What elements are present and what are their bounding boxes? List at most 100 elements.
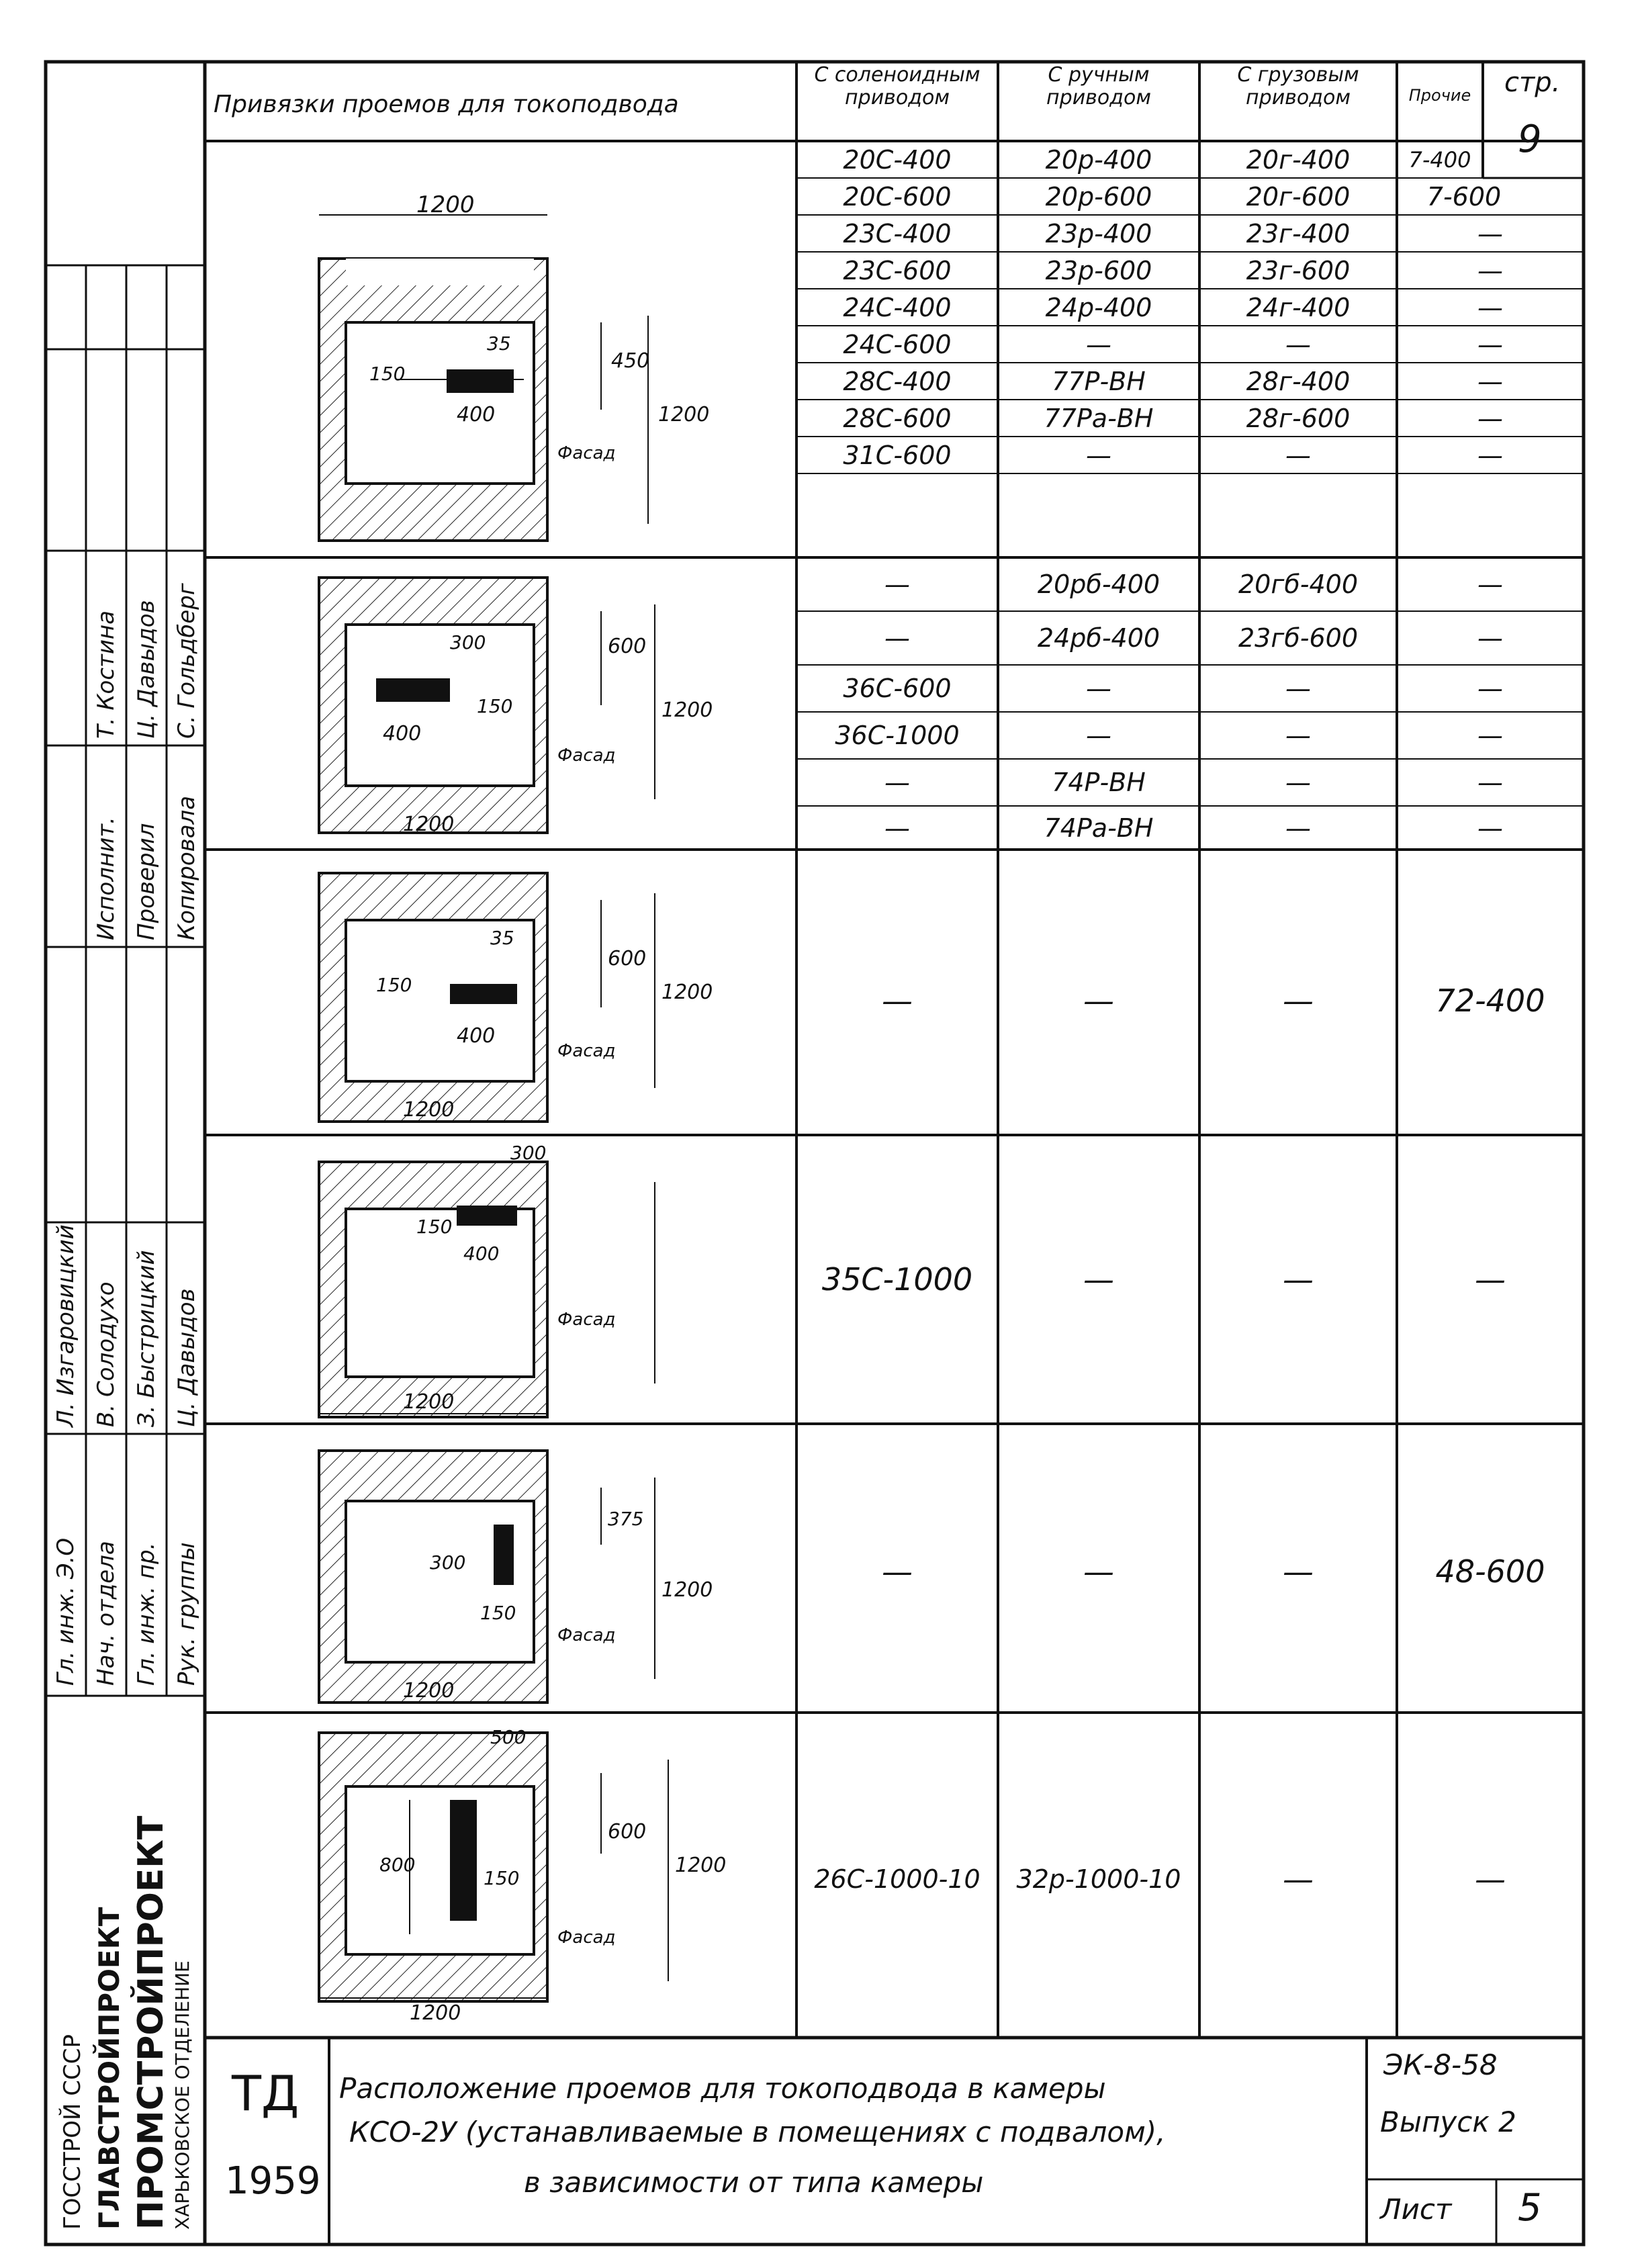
table-cell: — (882, 1553, 913, 1590)
dim-label: 35 (490, 927, 514, 949)
dim-label: 500 (490, 1726, 527, 1748)
table-cell: — (1285, 674, 1311, 703)
table-cell: 20г-600 (1246, 182, 1351, 212)
facade-label: Фасад (557, 443, 616, 463)
camera-sketch-2 (318, 576, 655, 834)
table-cell: — (1285, 768, 1311, 797)
table-cell: 20г-400 (1246, 145, 1351, 175)
table-cell: — (1477, 813, 1503, 843)
sheet-label: Лист (1380, 2193, 1452, 2226)
table-cell: 23г-600 (1246, 256, 1351, 285)
stamp-name-1: Л. Изгаровицкий (52, 1224, 79, 1427)
table-cell: 24рб-400 (1037, 623, 1160, 653)
table-cell: — (1285, 330, 1311, 359)
stamp-name-6: Ц. Давыдов (133, 600, 160, 739)
dim-label: 300 (430, 1551, 466, 1574)
table-cell: — (884, 570, 910, 599)
dim-label: 1200 (662, 698, 713, 722)
table-cell: 48-600 (1435, 1553, 1545, 1590)
table-cell: — (1477, 674, 1503, 703)
table-cell: 74Р-ВН (1052, 768, 1146, 797)
facade-label: Фасад (557, 1041, 616, 1061)
table-cell: — (1283, 1261, 1314, 1298)
issue-number: Выпуск 2 (1380, 2105, 1516, 2138)
org-line-4: ХАРЬКОВСКОЕ ОТДЕЛЕНИЕ (171, 1960, 193, 2230)
table-cell: 23г-400 (1246, 219, 1351, 248)
table-cell: 31С-600 (843, 441, 952, 470)
dim-label: 150 (416, 1216, 453, 1238)
camera-sketch-3 (318, 872, 655, 1123)
dim-label: 150 (369, 363, 406, 385)
column-header-other: Прочие (1408, 86, 1471, 105)
table-cell: 20гб-400 (1238, 570, 1358, 599)
camera-sketch-1 (318, 214, 649, 542)
dim-label: 400 (457, 403, 496, 426)
table-cell: 24С-600 (843, 330, 952, 359)
stamp-name-3: З. Быстрицкий (133, 1250, 160, 1427)
dim-label: 1200 (403, 813, 455, 836)
table-cell: 20р-400 (1045, 145, 1152, 175)
stamp-name-2: В. Солодухо (93, 1281, 120, 1427)
dim-label: 300 (450, 631, 486, 653)
dim-label: 150 (480, 1602, 516, 1624)
dim-label: 150 (376, 974, 412, 996)
table-cell: — (1086, 674, 1111, 703)
table-cell: — (1475, 1861, 1506, 1897)
stamp-role-executor: Исполнит. (93, 817, 120, 940)
dim-label: 1200 (416, 191, 475, 218)
facade-label: Фасад (557, 1310, 616, 1330)
table-cell: 23С-600 (843, 256, 952, 285)
dim-label: 1200 (662, 1578, 713, 1602)
table-cell: — (1083, 983, 1114, 1019)
org-line-2: ГЛАВСТРОЙПРОЕКТ (93, 1907, 126, 2230)
dim-label: 400 (383, 722, 422, 745)
table-cell: — (1283, 1553, 1314, 1590)
table-cell: 7-600 (1426, 182, 1502, 212)
table-cell: 24р-400 (1045, 293, 1152, 322)
table-cell: — (1285, 441, 1311, 470)
table-cell: 36С-1000 (835, 721, 960, 750)
facade-label: Фасад (557, 1625, 616, 1645)
facade-label: Фасад (557, 745, 616, 766)
dim-label: 600 (608, 635, 647, 658)
table-cell: — (1477, 367, 1503, 396)
dim-label: 400 (463, 1242, 500, 1265)
column-header-weight: С грузовым приводом (1199, 64, 1397, 109)
table-cell: 20р-600 (1045, 182, 1152, 212)
table-cell: — (1477, 256, 1503, 285)
table-cell: 28г-400 (1246, 367, 1351, 396)
title-line-1: Расположение проемов для токоподвода в к… (339, 2072, 1106, 2105)
table-cell: — (1477, 404, 1503, 433)
stamp-role-dept-head: Нач. отдела (93, 1541, 120, 1686)
table-cell: 23С-400 (843, 219, 952, 248)
table-cell: 7-400 (1408, 147, 1471, 173)
camera-sketch-6 (318, 1731, 669, 2003)
table-cell: 28С-400 (843, 367, 952, 396)
table-cell: 72-400 (1435, 983, 1545, 1019)
dim-label: 400 (457, 1024, 496, 1048)
table-cell: 20С-600 (843, 182, 952, 212)
table-cell: 23гб-600 (1238, 623, 1358, 653)
org-line-1: ГОССТРОЙ СССР (59, 2034, 86, 2230)
table-cell: — (1477, 441, 1503, 470)
camera-sketch-4 (318, 1161, 655, 1418)
camera-sketch-5 (318, 1449, 655, 1704)
document-code: ЭК-8-58 (1383, 2048, 1498, 2081)
org-line-3: ПРОМСТРОЙПРОЕКТ (131, 1815, 171, 2230)
dim-label: 1200 (403, 1679, 455, 1703)
dim-label: 1200 (662, 981, 713, 1004)
column-header-manual: С ручным приводом (998, 64, 1199, 109)
table-cell: 23р-400 (1045, 219, 1152, 248)
table-cell: — (884, 768, 910, 797)
dim-label: 1200 (410, 2001, 461, 2025)
dim-label: 1200 (658, 403, 710, 426)
dim-label: 800 (379, 1854, 416, 1876)
dim-label: 300 (510, 1142, 547, 1164)
column-header-weight-line2: приводом (1246, 86, 1351, 109)
stamp-role-checker: Проверил (133, 823, 160, 940)
dim-label: 600 (608, 947, 647, 970)
table-cell: — (1083, 1261, 1114, 1298)
table-cell: 23р-600 (1045, 256, 1152, 285)
sheet-number: 5 (1518, 2186, 1542, 2230)
table-header-title: Привязки проемов для токоподвода (214, 91, 679, 118)
